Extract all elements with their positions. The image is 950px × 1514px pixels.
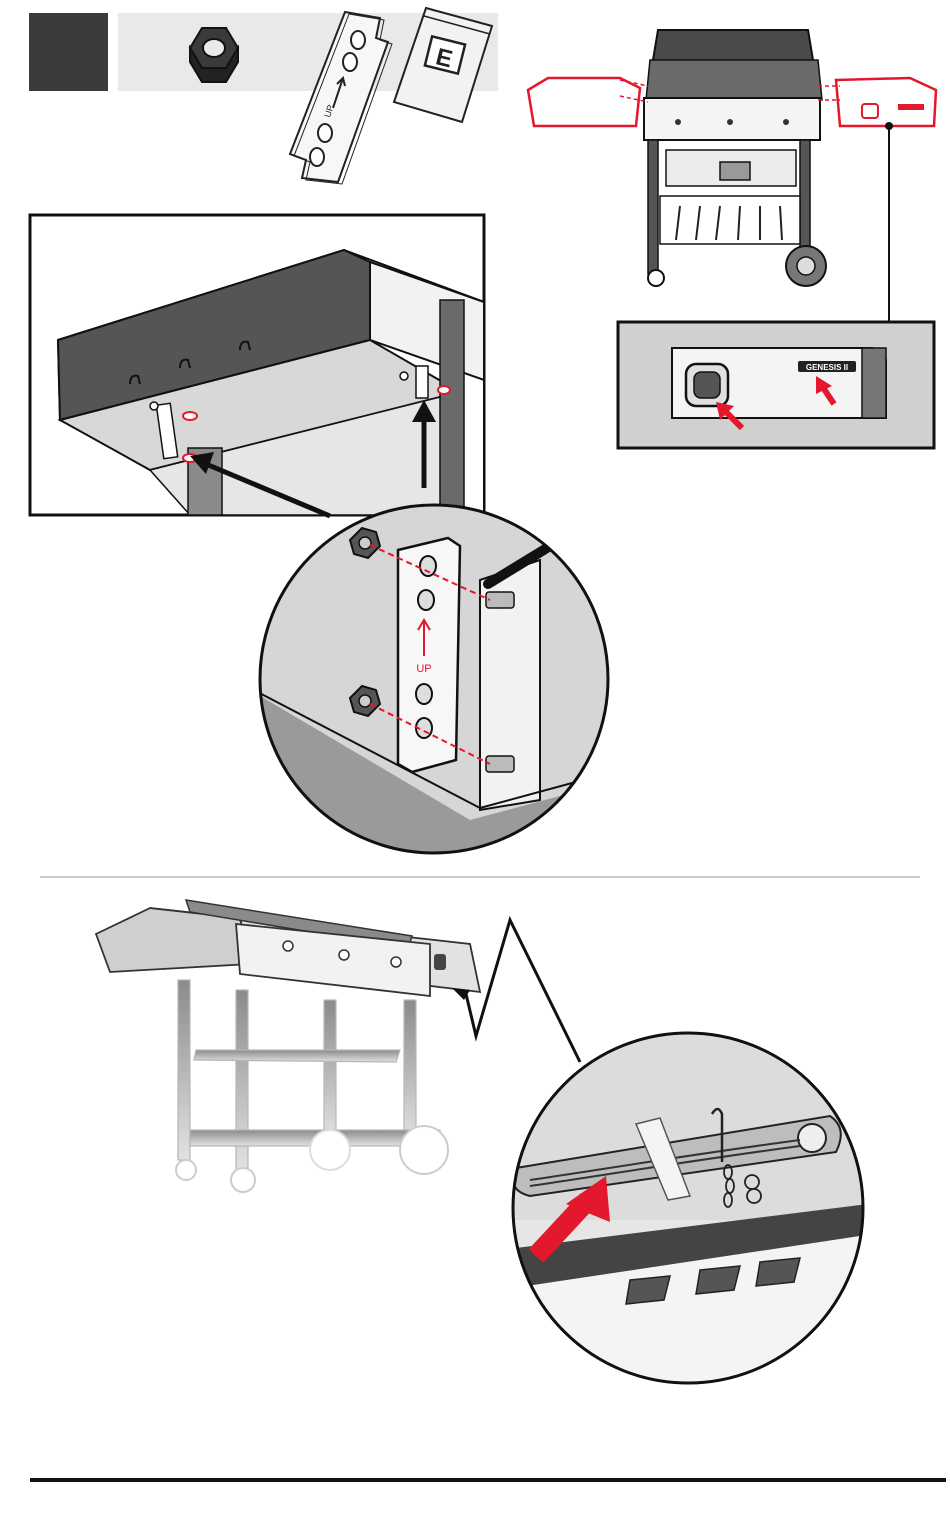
brand-badge-text: GENESIS II [806,363,848,372]
grill-overview [528,30,936,322]
chain-detail-circle [500,1020,900,1400]
right-side-table [818,78,936,126]
leader-line [466,920,580,1062]
grill-perspective [96,900,480,1192]
footer-rule [30,1478,946,1482]
step-header: UP E [29,8,498,184]
side-table-underside-panel [30,215,484,515]
step-number-box [29,13,108,91]
hex-nut-icon [190,28,238,82]
callout-brand-panel: GENESIS II [618,322,934,448]
bracket-detail-circle: UP [250,500,620,860]
detail-up-label: UP [416,663,431,675]
left-side-table [528,78,648,126]
